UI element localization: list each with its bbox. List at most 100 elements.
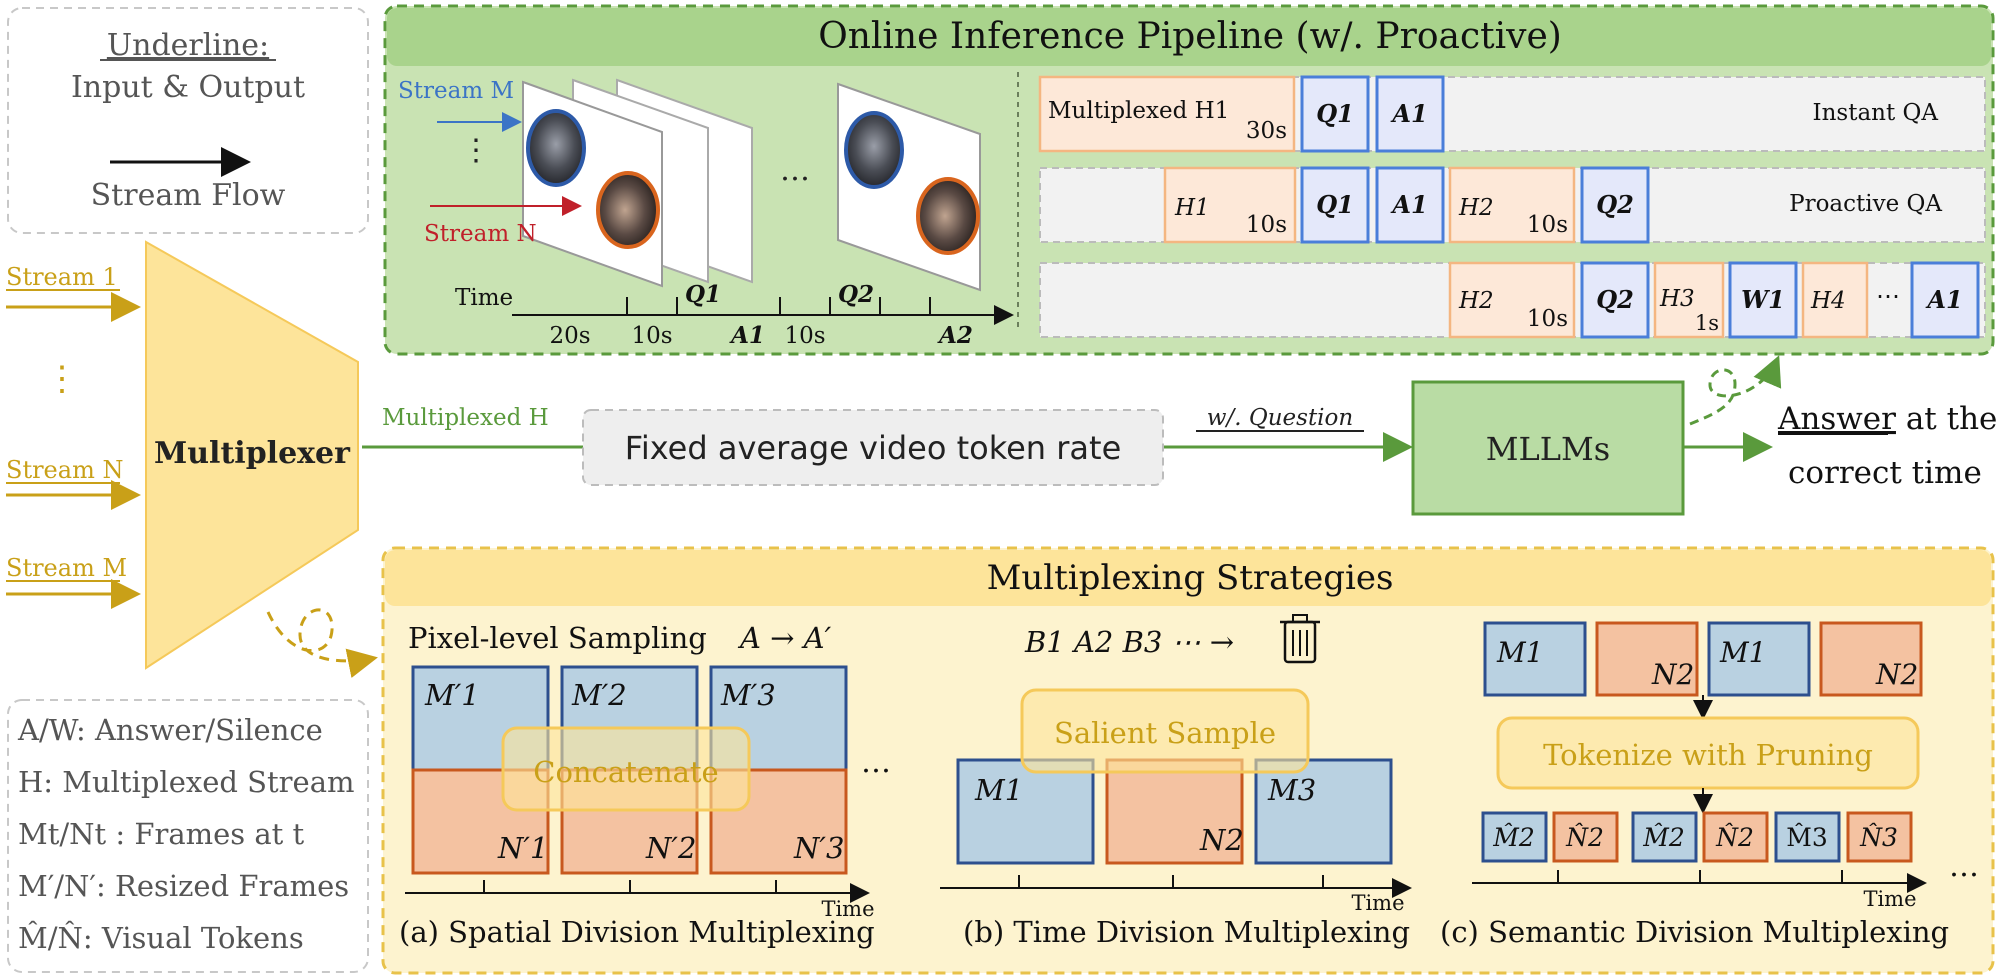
legend-item-frames: Mt/Nt : Frames at t (18, 817, 305, 851)
cell-h1 (1163, 166, 1297, 244)
cell-q1-label: Q1 (1316, 99, 1354, 128)
time-m3 (1254, 758, 1393, 865)
cell-h3-dur: 1s (1695, 311, 1719, 335)
legend-bottom: A/W: Answer/Silence H: Multiplexed Strea… (7, 699, 369, 973)
row-instant-qa-label: Instant QA (1813, 100, 1939, 126)
cell-h3-label: H3 (1659, 286, 1695, 312)
cell-h2-label: H2 (1458, 195, 1494, 221)
token-m2 (1481, 811, 1548, 863)
input-streams: Stream 1 ⋮ Stream N Stream M (6, 263, 141, 609)
cell-h2-row3 (1448, 261, 1576, 339)
cell-a1-row2 (1375, 166, 1445, 244)
cell-h2-dur: 10s (1527, 212, 1568, 238)
spatial-m1 (411, 665, 550, 772)
pipeline-panel: Online Inference Pipeline (w/. Proactive… (383, 4, 1995, 356)
cell-a1-row2-label: A1 (1390, 190, 1427, 219)
multiplexed-h-label: Multiplexed H (382, 405, 549, 431)
stream-n-label: Stream N (6, 456, 123, 484)
timeline-q2: Q2 (838, 281, 874, 308)
stream-m-camera-thumb-2 (844, 111, 904, 189)
cell-q2-label: Q2 (1596, 190, 1634, 219)
semantic-n2-label: N2 (1651, 658, 1694, 691)
semantic-n2 (1595, 621, 1699, 697)
legend-item-answer-silence: A/W: Answer/Silence (17, 713, 323, 747)
cell-h3 (1653, 261, 1725, 339)
frame-stack: … (522, 78, 981, 292)
token-n3 (1846, 811, 1913, 863)
legend-item-visual-tokens: M̂/N̂: Visual Tokens (18, 921, 304, 955)
mllm-feedback-arrow (1689, 355, 1782, 426)
timeline-a1: A1 (729, 322, 765, 349)
token-n2-label: N̂2 (1565, 823, 1604, 852)
cell-w1-label: W1 (1741, 285, 1785, 314)
cell-a1 (1375, 75, 1445, 153)
multiplexer-label: Multiplexer (154, 436, 351, 471)
cell-h2-row3-dur: 10s (1527, 306, 1568, 332)
semantic-ellipsis: … (1949, 849, 1979, 884)
stream-dots: ⋮ (45, 359, 79, 399)
stream-m-label: Stream M (6, 554, 127, 582)
spatial-n3-label: N′3 (793, 831, 844, 865)
spatial-caption: (a) Spatial Division Multiplexing (399, 915, 875, 949)
token-m3 (1774, 811, 1841, 863)
mllms-label: MLLMs (1486, 430, 1610, 468)
spatial-n1-label: N′1 (497, 831, 548, 865)
semantic-time-label: Time (1863, 887, 1916, 911)
legend-item-multiplexed-stream: H: Multiplexed Stream (18, 765, 355, 799)
token-m2-b (1631, 811, 1698, 863)
concatenate-overlay (501, 726, 751, 812)
semantic-n2-b-label: N2 (1875, 658, 1918, 691)
time-m1 (956, 758, 1095, 865)
pipeline-timeline: Time Q1 Q2 20s 10s A1 10s A2 (455, 281, 1014, 349)
cell-q2-row3-label: Q2 (1596, 285, 1634, 314)
strategies-title: Multiplexing Strategies (987, 558, 1394, 598)
multiplexer: Multiplexer (145, 240, 378, 678)
spatial-time-label: Time (821, 897, 874, 921)
time-n2-label: N2 (1199, 823, 1244, 857)
spatial-m2-label: M′2 (571, 678, 627, 712)
legend-underline-desc: Input & Output (71, 70, 305, 105)
cell-h1-label: H1 (1174, 195, 1210, 221)
trash-icon (1280, 614, 1320, 664)
cell-30s-label: 30s (1246, 118, 1287, 144)
token-m3-label: M̂3 (1786, 823, 1828, 852)
token-rate-label: Fixed average video token rate (625, 429, 1122, 467)
legend-top: Underline: Input & Output Stream Flow (7, 7, 369, 234)
answer-line-2: correct time (1788, 455, 1982, 491)
frames-ellipsis: … (780, 153, 810, 188)
token-n2 (1552, 811, 1619, 863)
cell-ellipsis: ⋯ (1876, 282, 1900, 310)
answer-rest: at the (1896, 401, 1997, 437)
spatial-m3-label: M′3 (720, 678, 776, 712)
stream-m-camera-thumb (526, 109, 586, 187)
answer-word: Answer (1777, 401, 1896, 437)
cell-q2 (1580, 166, 1650, 244)
spatial-ellipsis: … (861, 745, 891, 780)
concatenate-label: Concatenate (533, 755, 718, 789)
time-sequence: B1 A2 B3 ⋯ → (1024, 625, 1234, 659)
salient-sample-label: Salient Sample (1054, 716, 1276, 750)
legend-item-resized-frames: M′/N′: Resized Frames (18, 869, 349, 903)
time-n2 (1105, 758, 1244, 865)
token-n3-label: N̂3 (1859, 823, 1898, 852)
semantic-n2-b (1819, 621, 1923, 697)
time-time-label: Time (1351, 891, 1404, 915)
timeline-10s-a: 10s (631, 323, 672, 349)
cell-multiplexed-h1 (1038, 75, 1296, 153)
cell-q1 (1300, 75, 1370, 153)
stream-1-label: Stream 1 (6, 263, 118, 291)
answer-line-1: Answer at the (1777, 401, 1997, 437)
cell-h4-label: H4 (1810, 288, 1846, 314)
spatial-formula: A → A′ (737, 621, 832, 655)
legend-flow-label: Stream Flow (91, 178, 286, 213)
pipeline-stream-n-label: Stream N (424, 221, 537, 247)
token-rate-box (582, 409, 1164, 486)
token-m2-label: M̂2 (1492, 823, 1535, 852)
legend-underline-title: Underline: (107, 28, 269, 63)
tokenize-overlay (1496, 716, 1920, 790)
cell-q1-row2 (1300, 166, 1370, 244)
semantic-division: M1 N2 M1 N2 Tokenize with Pruning M̂2 N̂… (1440, 621, 1979, 949)
cell-a1-row3-label: A1 (1925, 285, 1962, 314)
cell-h1-dur: 10s (1246, 212, 1287, 238)
